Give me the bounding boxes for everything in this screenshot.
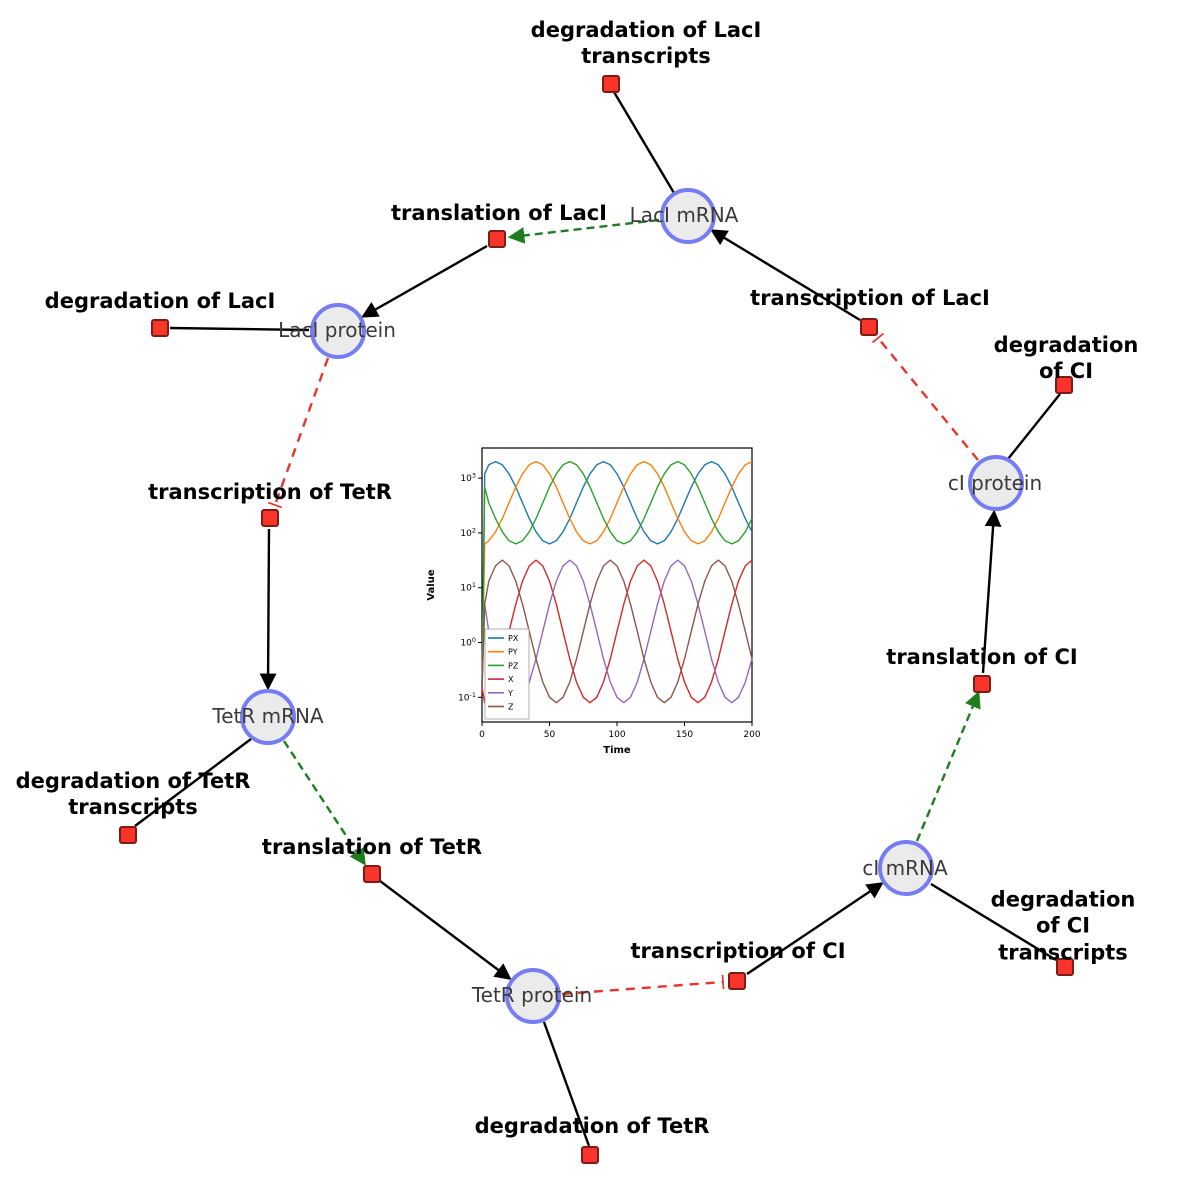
reaction-node-deg-tetr-transcripts[interactable] (119, 826, 137, 844)
reaction-node-deg-ci[interactable] (1055, 376, 1073, 394)
species-label-laci-mrna: LacI mRNA (629, 203, 739, 227)
reaction-label-transcription-laci: transcription of LacI (750, 285, 990, 310)
edge-ciprotein-to-deg-ci (1007, 393, 1061, 460)
x-axis-label: Time (603, 745, 631, 756)
y-tick-label: 100 (460, 636, 476, 649)
reaction-label-deg-ci-transcripts: degradation of CI transcripts (990, 887, 1136, 965)
x-tick-label: 100 (608, 730, 625, 740)
reaction-node-translation-ci[interactable] (973, 675, 991, 693)
species-node-tetr-mrna[interactable] (240, 689, 296, 745)
reaction-node-deg-laci-transcripts[interactable] (602, 75, 620, 93)
species-label-tetr-mrna: TetR mRNA (212, 704, 324, 728)
edge-transcription-laci-to-lacimrna (710, 229, 861, 322)
series-PY (481, 460, 753, 688)
edge-tetrmrna-modifier-translation (282, 740, 366, 866)
species-label-laci-protein: LacI protein (278, 318, 396, 342)
edge-translation-tetr-to-tetrprotein (379, 880, 512, 981)
reaction-label-deg-ci: degradation of CI (993, 332, 1139, 383)
species-node-laci-mrna[interactable] (660, 188, 716, 244)
edge-cimrna-modifier-translation (915, 690, 981, 842)
species-node-ci-mrna[interactable] (878, 840, 934, 896)
x-tick-label: 150 (676, 730, 693, 740)
reaction-label-deg-tetr-transcripts: degradation of TetR transcripts (15, 768, 251, 819)
legend-label-X: X (508, 675, 514, 684)
x-tick-label: 0 (479, 730, 485, 740)
reaction-node-translation-laci[interactable] (488, 230, 506, 248)
legend-label-Z: Z (508, 703, 514, 712)
reaction-label-deg-laci-transcripts: degradation of LacI transcripts (530, 17, 762, 68)
edge-cimrna-to-deg-transcripts (930, 882, 1057, 962)
reaction-node-transcription-ci[interactable] (728, 972, 746, 990)
reaction-label-translation-tetr: translation of TetR (261, 834, 483, 859)
edge-transcription-tetr-to-tetrmrna (259, 528, 277, 691)
reaction-node-deg-laci[interactable] (151, 319, 169, 337)
y-tick-label: 103 (460, 472, 476, 485)
edge-tetrmrna-to-deg-transcripts (134, 738, 252, 827)
species-node-ci-protein[interactable] (968, 455, 1024, 511)
reaction-node-transcription-tetr[interactable] (261, 509, 279, 527)
species-label-tetr-protein: TetR protein (471, 983, 593, 1007)
edge-transcription-ci-to-cimrna (746, 882, 884, 975)
edge-laciprotein-to-deg-laci (169, 326, 310, 332)
legend-label-PZ: PZ (508, 661, 519, 670)
reaction-node-deg-ci-transcripts[interactable] (1056, 958, 1074, 976)
series-PZ (481, 460, 753, 688)
series-X (481, 559, 753, 704)
edge-ciprotein-inhibits-transcription-laci (871, 332, 979, 461)
legend-box (484, 628, 530, 720)
edge-tetrprotein-inhibits-transcription-ci (561, 974, 725, 996)
edge-tetrprotein-to-deg-tetr (542, 1021, 591, 1147)
reaction-node-deg-tetr[interactable] (581, 1146, 599, 1164)
species-label-ci-mrna: cI mRNA (862, 856, 948, 880)
reaction-label-translation-laci: translation of LacI (391, 200, 607, 225)
species-node-laci-protein[interactable] (310, 303, 366, 359)
reaction-node-translation-tetr[interactable] (363, 865, 381, 883)
legend-label-PY: PY (508, 648, 518, 657)
species-node-tetr-protein[interactable] (505, 968, 561, 1024)
reaction-label-transcription-ci: transcription of CI (630, 938, 846, 963)
y-tick-label: 102 (460, 526, 476, 539)
y-tick-label: 101 (460, 581, 476, 594)
edge-translation-laci-to-laciprotein (361, 244, 488, 318)
x-tick-label: 50 (544, 730, 556, 740)
edge-lacimrna-modifier-translation (507, 218, 660, 244)
y-axis-label: Value (426, 569, 437, 600)
reaction-label-transcription-tetr: transcription of TetR (148, 479, 392, 504)
reaction-label-deg-laci: degradation of LacI (44, 288, 276, 313)
edge-laciprotein-inhibits-transcription-tetr (267, 357, 330, 509)
series-Z (481, 559, 753, 704)
reaction-label-translation-ci: translation of CI (886, 644, 1078, 669)
x-tick-label: 200 (743, 730, 760, 740)
legend-label-PX: PX (508, 634, 519, 643)
edge-translation-ci-to-ciprotein (981, 509, 1002, 674)
reaction-label-deg-tetr: degradation of TetR (474, 1113, 710, 1138)
edge-lacimrna-to-deg-transcripts (612, 91, 676, 194)
series-PX (481, 460, 753, 688)
species-label-ci-protein: cI protein (947, 471, 1043, 495)
y-tick-label: 10-1 (458, 691, 476, 704)
legend-label-Y: Y (507, 689, 513, 698)
reaction-node-transcription-laci[interactable] (860, 318, 878, 336)
